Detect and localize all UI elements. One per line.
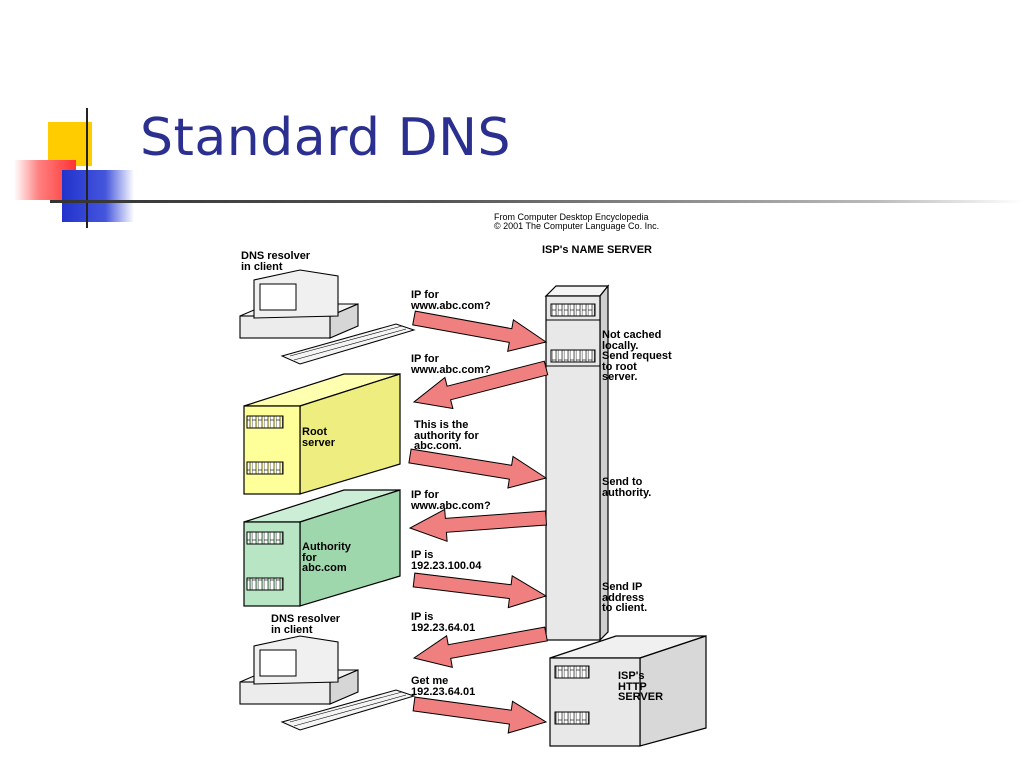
arrow-step-1 <box>412 310 548 352</box>
arrow-step-4 <box>408 508 548 543</box>
accent-yellow-square <box>48 122 92 166</box>
authority-server <box>243 489 401 607</box>
root-server-label: Root server <box>302 426 336 449</box>
title-rule <box>50 200 1024 203</box>
arrow-step-3 <box>408 448 548 489</box>
isp-name-server <box>544 284 610 642</box>
authority-server-label: Authority for abc.com <box>302 541 351 574</box>
diagram-credit: From Computer Desktop Encyclopedia © 200… <box>494 212 660 231</box>
client-computer-top <box>239 269 416 365</box>
step-6-label: IP is 192.23.64.01 <box>411 611 476 634</box>
root-server <box>243 373 401 495</box>
arrow-step-5 <box>412 572 548 609</box>
step-5-label: IP is 192.23.100.04 <box>411 549 482 572</box>
accent-vertical-line <box>86 108 88 228</box>
flow-arrows <box>408 310 549 734</box>
client-bottom-label: DNS resolver in client <box>271 613 341 636</box>
step-1-label: IP for www.abc.com? <box>411 289 491 312</box>
page-title: Standard DNS <box>140 108 512 168</box>
server-note-send-to-authority: Send to authority. <box>602 476 652 499</box>
isp-http-server-label: ISP's HTTP SERVER <box>618 670 664 703</box>
step-2-label: IP for www.abc.com? <box>411 353 491 376</box>
accent-blue-square <box>62 170 134 222</box>
step-4-label: IP for www.abc.com? <box>411 489 491 512</box>
client-top-label: DNS resolver in client <box>241 250 311 273</box>
isp-name-server-label: ISP's NAME SERVER <box>542 244 652 256</box>
isp-http-server <box>549 635 707 747</box>
server-note-send-ip: Send IP address to client. <box>602 581 648 614</box>
arrow-step-6 <box>412 626 548 668</box>
arrow-step-2 <box>412 360 549 410</box>
server-note-not-cached: Not cached locally. Send request to root… <box>602 329 672 383</box>
step-7-label: Get me 192.23.64.01 <box>411 675 476 698</box>
client-computer-bottom <box>239 635 416 731</box>
arrow-step-7 <box>412 696 548 734</box>
step-3-label: This is the authority for abc.com. <box>414 419 479 452</box>
